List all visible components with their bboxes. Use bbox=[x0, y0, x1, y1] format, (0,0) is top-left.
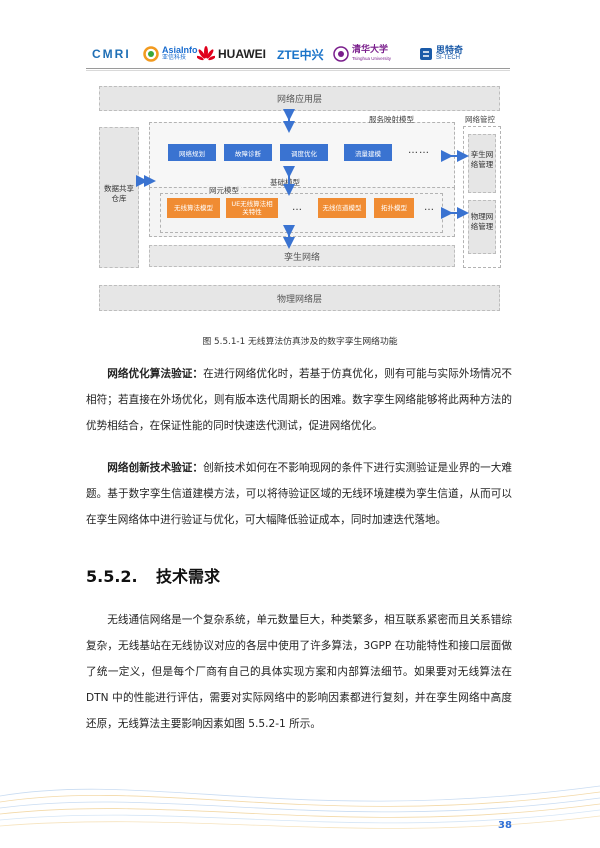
diagram-arrows bbox=[136, 109, 469, 249]
section-title: 技术需求 bbox=[156, 567, 221, 586]
cmri-logo: CMRI bbox=[92, 44, 131, 64]
paragraph-optimization-body: 在进行网络优化时，若基于仿真优化，则有可能与实际外场情况不相符；若直接在外场优化… bbox=[86, 368, 512, 432]
network-app-layer-label: 网络应用层 bbox=[276, 95, 322, 105]
paragraph-optimization: 网络优化算法验证：在进行网络优化时，若基于仿真优化，则有可能与实际外场情况不相符… bbox=[86, 361, 512, 439]
footer-wave-decoration bbox=[0, 785, 600, 829]
zte-logo: ZTE中兴 bbox=[277, 44, 324, 64]
element-dots-2: … bbox=[424, 202, 435, 213]
sitech-logo: 思特奇 SI-TECH bbox=[419, 44, 463, 64]
paragraph-innovation: 网络创新技术验证：创新技术如何在不影响现网的条件下进行实测验证是业界的一大难题。… bbox=[86, 455, 512, 533]
twin-mgmt-label: 孪生网络管理 bbox=[470, 150, 494, 169]
section-heading: 5.5.2. 技术需求 bbox=[86, 563, 220, 587]
paragraph-innovation-body: 创新技术如何在不影响现网的条件下进行实测验证是业界的一大难题。基于数字孪生信道建… bbox=[86, 462, 512, 526]
element-box-topology: 拓扑模型 bbox=[374, 198, 414, 218]
service-box-traffic: 流量建模 bbox=[344, 144, 392, 161]
service-box-diagnosis: 故障诊断 bbox=[224, 144, 272, 161]
network-management-label: 网络管控 bbox=[465, 115, 495, 124]
data-repo-label: 数据共享仓库 bbox=[104, 184, 134, 203]
tsinghua-seal-icon bbox=[333, 46, 349, 62]
sitech-sub: SI-TECH bbox=[436, 55, 460, 61]
asiainfo-icon bbox=[143, 46, 159, 62]
tsinghua-sub: Tsinghua University bbox=[352, 56, 392, 61]
paragraph-requirements: 无线通信网络是一个复杂系统，单元数量巨大，种类繁多，相互联系紧密而且关系错综复杂… bbox=[86, 614, 512, 730]
service-box-scheduling: 调度优化 bbox=[280, 144, 328, 161]
network-management-frame bbox=[463, 126, 501, 268]
sitech-name: 思特奇 bbox=[436, 45, 464, 55]
data-repo-box bbox=[99, 127, 139, 268]
twin-network-bar: 孪生网络 bbox=[149, 245, 455, 267]
paragraph-innovation-lead: 网络创新技术验证： bbox=[107, 462, 204, 474]
header-divider-secondary bbox=[86, 70, 510, 71]
physical-mgmt-box bbox=[468, 200, 496, 254]
physical-network-layer: 物理网络层 bbox=[99, 285, 500, 311]
service-ellipsis: …… bbox=[408, 145, 430, 156]
asiainfo-logo: AsiaInfo 亚信科技 bbox=[143, 44, 198, 64]
service-mapping-label: 服务映射模型 bbox=[369, 115, 414, 124]
tsinghua-logo: 清华大学 Tsinghua University bbox=[333, 44, 391, 64]
element-box-channel: 无线信道模型 bbox=[318, 198, 366, 218]
physical-layer-label: 物理网络层 bbox=[276, 294, 322, 305]
paragraph-optimization-lead: 网络优化算法验证： bbox=[107, 368, 204, 380]
tsinghua-name: 清华大学 bbox=[352, 45, 389, 55]
huawei-petal-icon bbox=[197, 46, 215, 61]
huawei-logo: HUAWEI bbox=[197, 44, 266, 64]
physical-mgmt-label: 物理网络管理 bbox=[470, 212, 494, 231]
section-number: 5.5.2. bbox=[86, 567, 138, 586]
asiainfo-sub: 亚信科技 bbox=[162, 55, 187, 61]
zte-name: ZTE中兴 bbox=[277, 47, 324, 62]
huawei-name: HUAWEI bbox=[218, 47, 266, 61]
twin-network-label: 孪生网络 bbox=[283, 252, 320, 263]
element-box-ue-algo: UE无线算法相关特性 bbox=[226, 198, 278, 218]
twin-mgmt-box bbox=[468, 134, 496, 193]
element-box-wireless-algo: 无线算法模型 bbox=[167, 198, 220, 218]
header-divider bbox=[86, 68, 510, 69]
figure-caption: 图 5.5.1-1 无线算法仿真涉及的数字孪生网络功能 bbox=[202, 337, 398, 347]
element-dots-1: … bbox=[292, 202, 303, 213]
service-box-planning: 网络规划 bbox=[168, 144, 216, 161]
network-app-layer: 网络应用层 bbox=[99, 86, 500, 111]
sitech-icon bbox=[420, 48, 432, 60]
cmri-logo-text: CMRI bbox=[92, 47, 131, 61]
page-number: 38 bbox=[498, 820, 512, 831]
network-element-label: 网元模型 bbox=[207, 185, 241, 196]
asiainfo-name: AsiaInfo bbox=[162, 45, 198, 55]
